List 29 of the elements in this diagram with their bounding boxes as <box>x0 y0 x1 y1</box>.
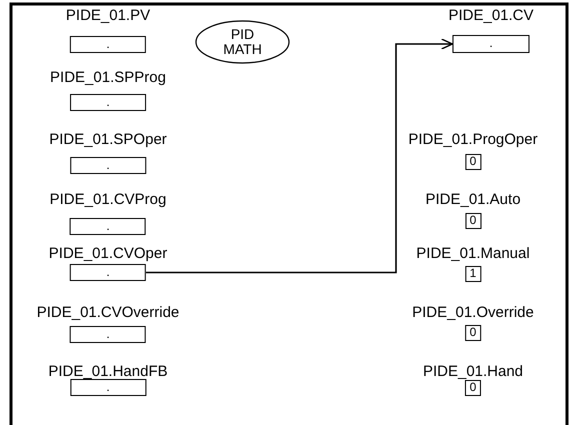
tag-name: PIDE_01.CV <box>448 7 534 24</box>
tag-name: PIDE_01.ProgOper <box>408 131 538 148</box>
tag-name: PIDE_01.HandFB <box>48 363 168 380</box>
value-display: . <box>70 36 146 53</box>
value-display: . <box>70 218 146 235</box>
tag-name: PIDE_01.CVOper <box>48 245 168 262</box>
value-display: . <box>70 157 146 174</box>
tag-name: PIDE_01.CVProg <box>50 191 166 208</box>
value-display: . <box>70 326 146 343</box>
value-display: 0 <box>465 154 481 170</box>
tag-name: PIDE_01.PV <box>66 7 150 24</box>
tag-name: PIDE_01.Hand <box>422 363 524 380</box>
value-display: 0 <box>465 213 481 229</box>
value-display: 0 <box>465 380 481 396</box>
value-display: 1 <box>465 266 481 282</box>
tag-name: PIDE_01.Auto <box>425 191 521 208</box>
tag-name: PIDE_01.Override <box>412 304 534 321</box>
tag-name: PIDE_01.CVOverride <box>36 304 180 321</box>
arrow <box>146 38 454 274</box>
value-display: . <box>70 94 146 111</box>
value-display: . <box>70 264 146 281</box>
value-display: . <box>452 35 530 53</box>
value-display: 0 <box>465 325 481 341</box>
block-label: PID MATH <box>222 27 263 57</box>
ellipse-node <box>195 20 290 64</box>
tag-name: PIDE_01.SPProg <box>50 69 166 86</box>
tag-name: PIDE_01.Manual <box>416 245 530 262</box>
value-display: . <box>70 379 146 396</box>
tag-name: PIDE_01.SPOper <box>49 131 167 148</box>
